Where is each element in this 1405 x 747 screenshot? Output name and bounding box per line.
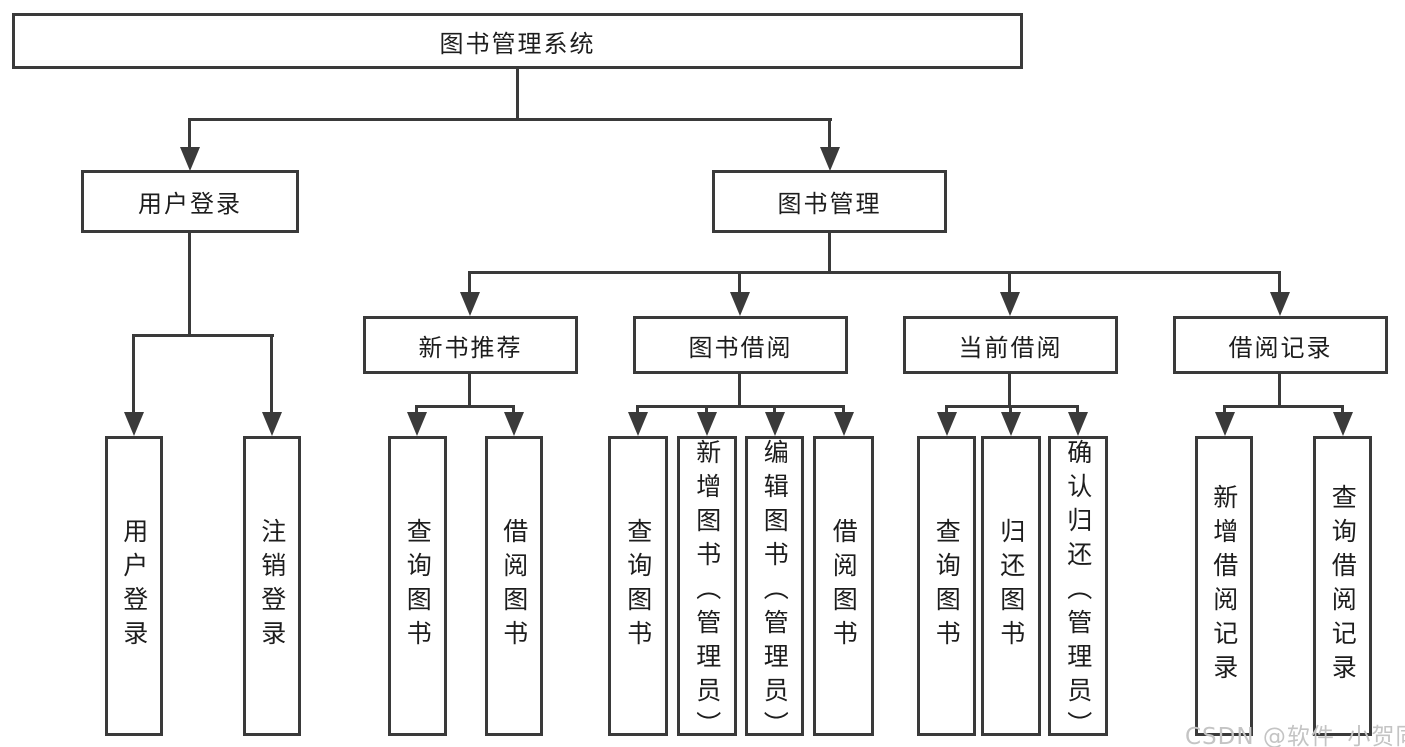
connector-stub-user-login [188, 118, 191, 150]
node-book-mgmt-label: 图书管理 [777, 190, 882, 218]
node-current-borrow: 当前借阅 [903, 316, 1118, 374]
connector-stub-book-mgmt [828, 118, 831, 150]
connector-current-borrow-split [945, 405, 1079, 408]
arrowhead-cb-confirm [1068, 412, 1088, 436]
arrowhead-new-books [460, 292, 480, 316]
leaf-br-query-record: 查询借阅记录 [1313, 436, 1372, 736]
leaf-bb-query-books-label: 查询图书 [623, 518, 653, 654]
node-new-books-label: 新书推荐 [418, 333, 523, 362]
leaf-bb-edit-books-label: 编辑图书（管理员） [760, 439, 790, 745]
leaf-cb-return-books-label: 归还图书 [996, 518, 1026, 654]
connector-stub-login-leaf [132, 334, 135, 414]
node-user-login: 用户登录 [81, 170, 299, 233]
connector-book-mgmt-down [828, 232, 831, 274]
arrowhead-login-leaf [124, 412, 144, 436]
leaf-nb-query-books-label: 查询图书 [403, 518, 433, 654]
arrowhead-br-query [1333, 412, 1353, 436]
leaf-user-login: 用户登录 [105, 436, 163, 736]
leaf-br-add-record: 新增借阅记录 [1195, 436, 1253, 736]
leaf-br-add-record-label: 新增借阅记录 [1209, 484, 1239, 688]
arrowhead-nb-query [407, 412, 427, 436]
connector-user-login-split [132, 334, 274, 337]
arrowhead-bb-add [697, 412, 717, 436]
arrowhead-logout-leaf [262, 412, 282, 436]
leaf-bb-borrow-books-label: 借阅图书 [829, 518, 859, 654]
connector-stub-bb-query [636, 405, 639, 415]
node-book-borrow: 图书借阅 [633, 316, 848, 374]
connector-user-login-down [188, 232, 191, 336]
csdn-watermark: CSDN @软件_小贺同学 [1185, 724, 1405, 747]
connector-level3-split [468, 271, 1281, 274]
connector-book-borrow-split [636, 405, 845, 408]
node-user-login-label: 用户登录 [138, 190, 242, 218]
node-borrow-records-label: 借阅记录 [1228, 333, 1333, 362]
connector-new-books-down [468, 374, 471, 408]
leaf-cb-query-books-label: 查询图书 [932, 518, 962, 654]
connector-stub-logout-leaf [270, 334, 273, 414]
connector-root-down [516, 69, 519, 120]
arrowhead-nb-borrow [504, 412, 524, 436]
leaf-nb-borrow-books-label: 借阅图书 [499, 518, 529, 654]
connector-stub-cb-confirm [1076, 405, 1079, 415]
connector-book-borrow-down [738, 374, 741, 408]
connector-stub-cb-return [1009, 405, 1012, 415]
leaf-bb-borrow-books: 借阅图书 [813, 436, 874, 736]
connector-stub-new-books [468, 271, 471, 295]
leaf-cb-confirm-return-label: 确认归还（管理员） [1063, 439, 1093, 745]
arrowhead-cb-return [1001, 412, 1021, 436]
node-borrow-records: 借阅记录 [1173, 316, 1388, 374]
node-root-system: 图书管理系统 [12, 13, 1023, 69]
connector-level1-split [188, 118, 832, 121]
connector-stub-current-borrow [1008, 271, 1011, 295]
leaf-user-login-label: 用户登录 [119, 518, 149, 654]
arrowhead-bb-query [628, 412, 648, 436]
connector-stub-br-query [1341, 405, 1344, 415]
arrowhead-br-add [1215, 412, 1235, 436]
leaf-bb-query-books: 查询图书 [608, 436, 668, 736]
leaf-br-query-record-label: 查询借阅记录 [1328, 484, 1358, 688]
arrowhead-cb-query [937, 412, 957, 436]
arrowhead-book-borrow [730, 292, 750, 316]
connector-stub-nb-query [415, 405, 418, 415]
arrowhead-user-login [180, 147, 200, 171]
node-root-system-label: 图书管理系统 [439, 29, 596, 58]
node-current-borrow-label: 当前借阅 [958, 333, 1063, 362]
connector-stub-bb-borrow [842, 405, 845, 415]
node-new-books: 新书推荐 [363, 316, 578, 374]
arrowhead-current-borrow [1000, 292, 1020, 316]
arrowhead-book-mgmt [820, 147, 840, 171]
leaf-nb-borrow-books: 借阅图书 [485, 436, 543, 736]
leaf-bb-add-books: 新增图书（管理员） [677, 436, 737, 745]
leaf-user-logout: 注销登录 [243, 436, 301, 736]
connector-new-books-split [415, 405, 515, 408]
arrowhead-bb-edit [765, 412, 785, 436]
leaf-cb-query-books: 查询图书 [917, 436, 976, 736]
connector-borrow-records-split [1223, 405, 1343, 408]
connector-stub-br-add [1223, 405, 1226, 415]
leaf-bb-edit-books: 编辑图书（管理员） [745, 436, 804, 745]
node-book-borrow-label: 图书借阅 [688, 333, 793, 362]
leaf-cb-confirm-return: 确认归还（管理员） [1048, 436, 1108, 745]
connector-stub-borrow-records [1278, 271, 1281, 295]
connector-stub-bb-add [705, 405, 708, 415]
connector-stub-bb-edit [773, 405, 776, 415]
connector-stub-nb-borrow [512, 405, 515, 415]
leaf-bb-add-books-label: 新增图书（管理员） [692, 439, 722, 745]
connector-borrow-records-down [1278, 374, 1281, 408]
connector-stub-cb-query [945, 405, 948, 415]
leaf-user-logout-label: 注销登录 [257, 518, 287, 654]
arrowhead-borrow-records [1270, 292, 1290, 316]
leaf-nb-query-books: 查询图书 [388, 436, 447, 736]
connector-current-borrow-down [1008, 374, 1011, 408]
arrowhead-bb-borrow [834, 412, 854, 436]
node-book-mgmt: 图书管理 [712, 170, 947, 233]
leaf-cb-return-books: 归还图书 [981, 436, 1041, 736]
connector-stub-book-borrow [738, 271, 741, 295]
